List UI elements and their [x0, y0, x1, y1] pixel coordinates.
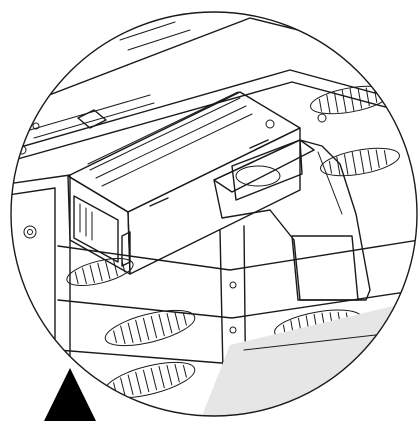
chassis-label-plate — [77, 109, 107, 129]
chassis-screw — [317, 113, 327, 123]
bezel-screw — [23, 225, 37, 239]
carrier-grip-ribs — [87, 91, 253, 187]
warning-triangle-icon — [44, 368, 96, 421]
drive-carrier — [67, 91, 301, 275]
carrier-latch-handle — [213, 139, 371, 301]
magnifier-circle — [10, 11, 418, 417]
chassis-screw — [32, 122, 40, 130]
